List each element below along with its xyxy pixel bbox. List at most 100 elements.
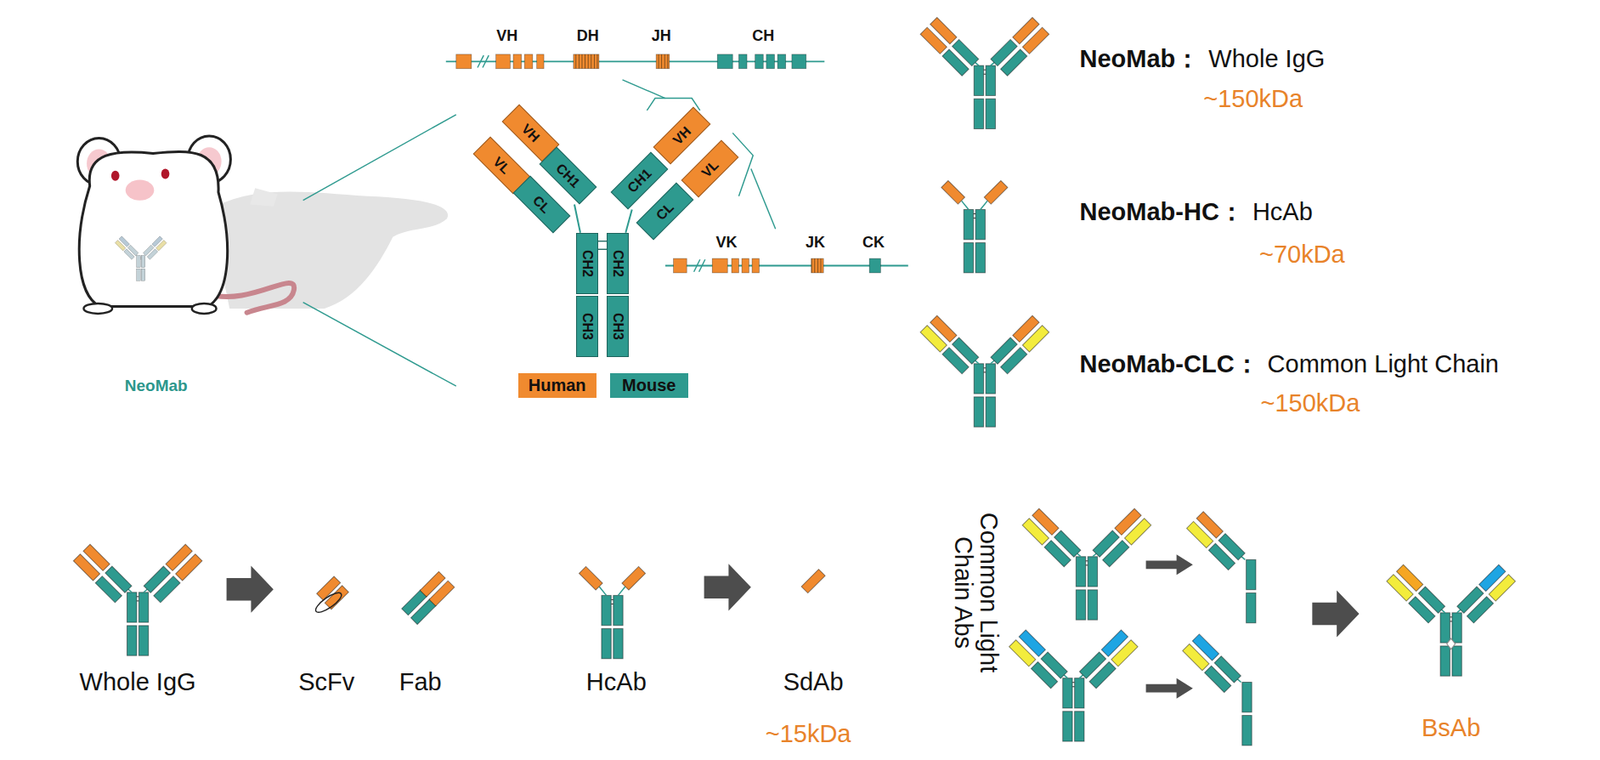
domain-box: VL xyxy=(681,139,740,198)
domain-label: CH3 xyxy=(579,312,595,340)
mouse-eye xyxy=(161,168,170,179)
hinge-line xyxy=(1237,678,1241,683)
domain-block xyxy=(601,627,611,658)
mouse-illustration xyxy=(77,135,448,314)
label-slot: VH xyxy=(496,27,518,46)
domain-block xyxy=(136,268,142,281)
text-label: VK xyxy=(716,232,738,250)
domain-block xyxy=(1030,661,1058,689)
domain-label: CH2 xyxy=(579,249,595,278)
domain-block xyxy=(141,268,146,281)
gene-segment xyxy=(869,258,881,273)
hinge-line xyxy=(975,62,979,67)
gene-segment xyxy=(456,54,472,69)
hinge-connector xyxy=(574,203,581,232)
break-mark xyxy=(694,259,701,272)
text-label: HcAb xyxy=(586,667,647,696)
domain-block xyxy=(124,248,135,260)
domain-block xyxy=(1187,520,1214,548)
break-mark xyxy=(477,55,484,68)
text-label: SdAb xyxy=(783,667,844,696)
heavy-locus xyxy=(446,54,826,69)
disulfide-bond xyxy=(983,371,987,373)
gene-segment xyxy=(755,54,764,69)
domain-block xyxy=(127,625,137,656)
hinge-line xyxy=(1241,556,1245,560)
gene-segment xyxy=(731,258,739,273)
hinge-line xyxy=(143,588,147,593)
gene-segment xyxy=(741,258,749,273)
domain-block xyxy=(1075,556,1086,587)
domain-block xyxy=(1009,639,1036,667)
domain-block xyxy=(1440,645,1450,676)
domain-block xyxy=(1074,678,1085,708)
break-mark xyxy=(699,259,706,272)
domain-block xyxy=(136,254,142,267)
domain-block xyxy=(1440,612,1450,643)
label-slot: Whole IgG xyxy=(79,667,197,696)
label-slot: Fab xyxy=(399,667,442,696)
gene-segment xyxy=(811,258,824,273)
block-arrow xyxy=(1311,589,1359,637)
disulfide-bond xyxy=(597,240,608,242)
hinge-connector xyxy=(625,209,632,232)
mouse-body xyxy=(79,151,227,306)
label-slot: ~150kDa xyxy=(1260,389,1360,418)
domain-block xyxy=(920,325,947,352)
domain-block xyxy=(973,396,984,427)
domain-block xyxy=(973,65,984,96)
gene-segment xyxy=(777,54,786,69)
small-arrow xyxy=(1146,678,1193,699)
label-slot: ~15kDa xyxy=(765,719,852,748)
disulfide-bond xyxy=(1449,620,1453,622)
domain-block xyxy=(1111,639,1138,667)
mouse-nose xyxy=(125,180,155,201)
domain-label: CH2 xyxy=(610,249,626,278)
domain-block xyxy=(983,180,1008,204)
domain-block xyxy=(1044,540,1071,567)
gene-segment xyxy=(712,258,728,273)
text-label: VH xyxy=(496,27,518,45)
legend-label: Human xyxy=(528,375,587,396)
label-slot: CH xyxy=(751,27,775,46)
domain-block xyxy=(1246,559,1256,589)
disulfide-bond xyxy=(973,213,977,215)
label-slot: VK xyxy=(716,232,738,251)
gene-segment xyxy=(655,54,670,69)
domain-block xyxy=(1124,518,1151,545)
type-label: Whole IgG xyxy=(1208,45,1325,74)
domain-block xyxy=(985,396,996,427)
antibody-icon xyxy=(941,180,1008,272)
gene-segment xyxy=(766,54,775,69)
hinge-line xyxy=(142,254,145,255)
label-slot: HcAb xyxy=(586,667,647,696)
domain-block xyxy=(1408,596,1436,623)
label-slot: DH xyxy=(576,27,600,46)
disulfide-bond xyxy=(1085,559,1089,561)
antibody-icon xyxy=(1009,629,1139,741)
domain-box: VH xyxy=(652,107,711,165)
domain-block xyxy=(801,569,826,594)
domain-block xyxy=(1022,518,1049,545)
domain-block xyxy=(1386,574,1414,601)
label-slot: ScFv xyxy=(298,667,355,696)
domain-block xyxy=(1087,556,1097,587)
gene-segment xyxy=(738,54,747,69)
domain-block xyxy=(1488,574,1516,601)
text-label: CH xyxy=(751,27,775,45)
disulfide-bond xyxy=(983,69,987,71)
domain-block xyxy=(114,239,125,250)
domain-block xyxy=(920,27,947,54)
domain-block xyxy=(975,209,985,239)
domain-block xyxy=(1466,596,1493,623)
domain-label: CL xyxy=(530,192,555,216)
gene-segment xyxy=(496,54,511,69)
domain-block xyxy=(153,576,181,603)
text-label: BsAb xyxy=(1421,713,1481,741)
leader-line xyxy=(751,168,776,229)
text-label: ~150kDa xyxy=(1260,389,1360,417)
domain-box: CH2 xyxy=(606,232,629,294)
half-antibody-icon xyxy=(1187,511,1256,623)
domain-block xyxy=(941,180,966,204)
disulfide-bond xyxy=(1085,564,1089,566)
